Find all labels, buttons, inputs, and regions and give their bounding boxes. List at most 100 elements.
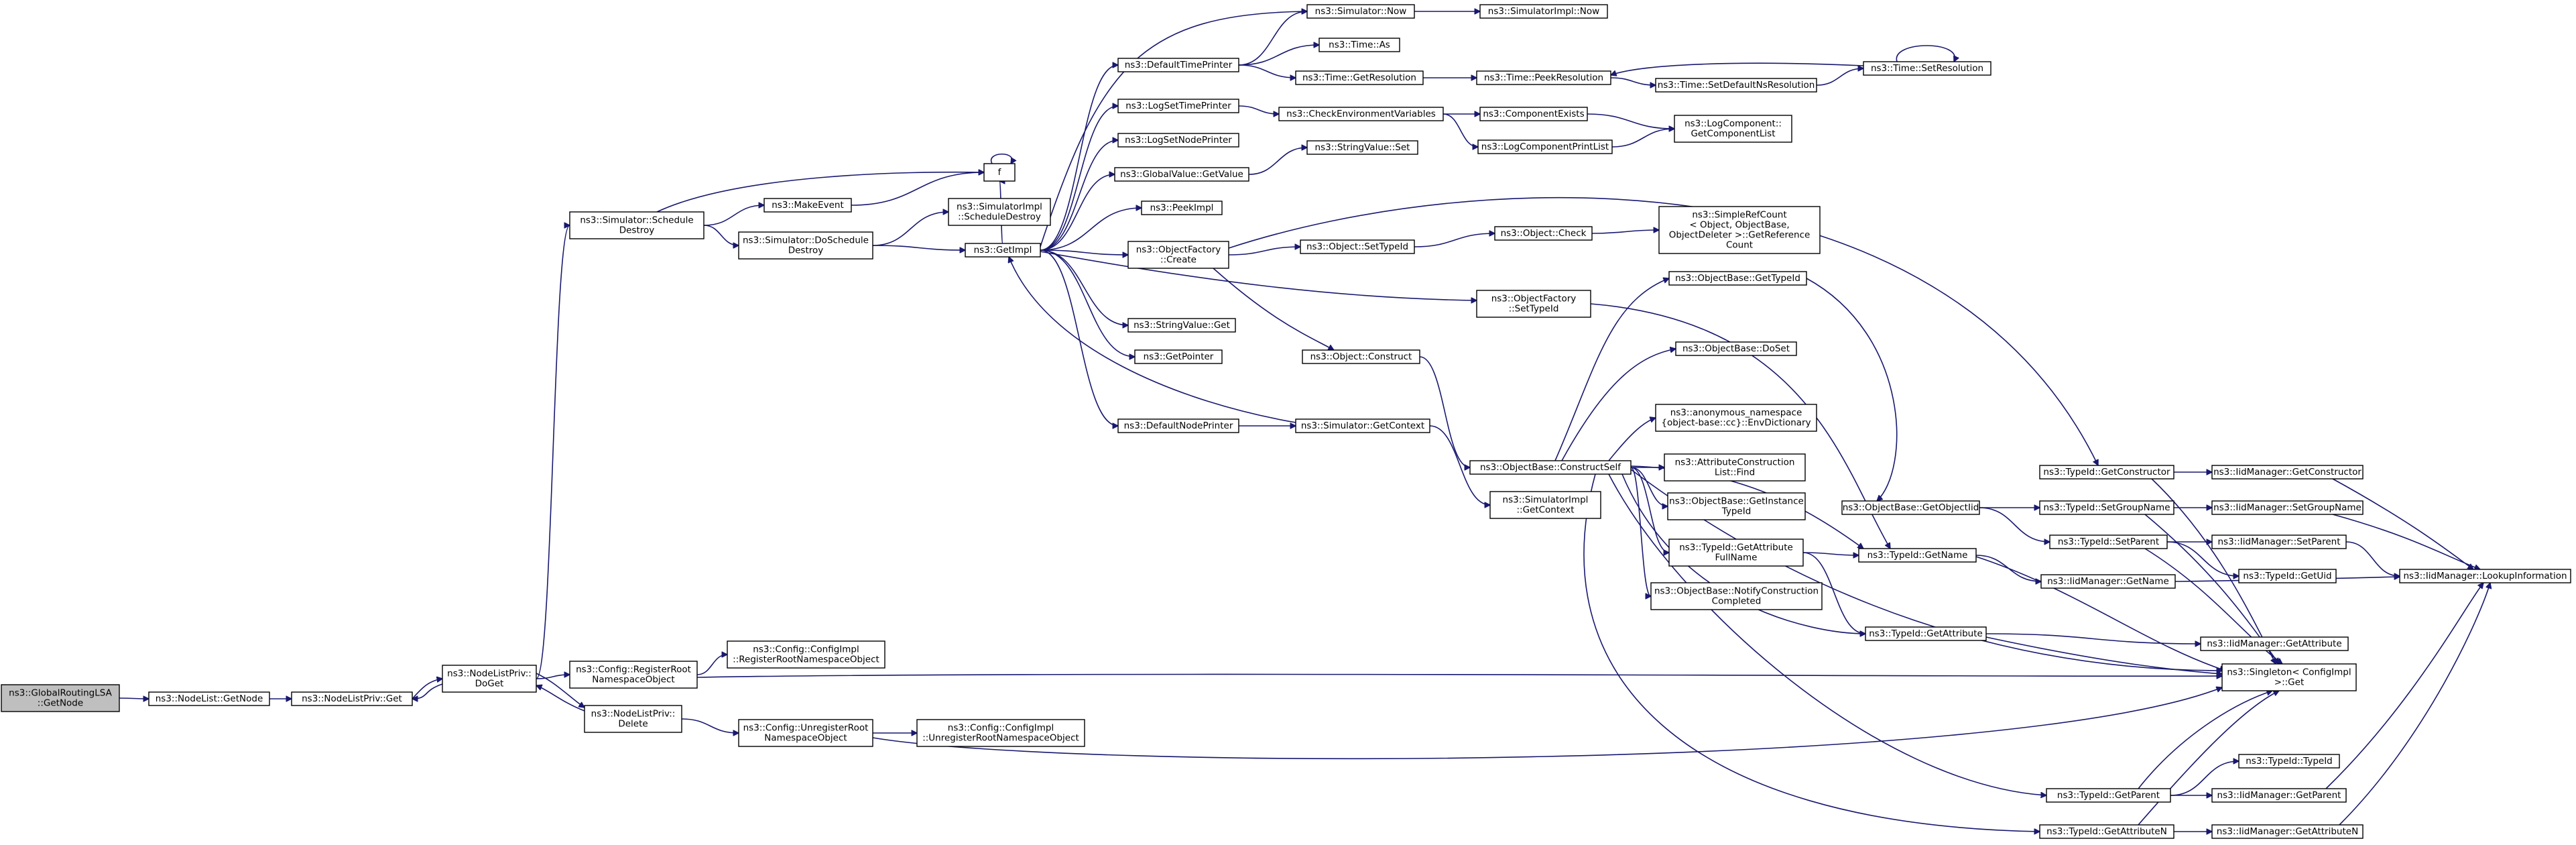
edge-getimpl-to-peekimpl bbox=[1040, 208, 1142, 251]
node-peekimpl[interactable]: ns3::PeekImpl bbox=[1141, 201, 1223, 215]
node-simulatorimpl-scheduledestroy[interactable]: ns3::SimulatorImpl::ScheduleDestroy bbox=[948, 198, 1051, 226]
node-simulatorimpl-scheduledestroy-box bbox=[948, 198, 1051, 226]
node-typeid-setparent[interactable]: ns3::TypeId::SetParent bbox=[2049, 534, 2168, 549]
node-iidmanager-setgroupname[interactable]: ns3::IidManager::SetGroupName bbox=[2211, 500, 2364, 515]
node-objectfactory-settypeid[interactable]: ns3::ObjectFactory::SetTypeId bbox=[1476, 290, 1591, 318]
node-defaultnodeprinter[interactable]: ns3::DefaultNodePrinter bbox=[1117, 418, 1239, 433]
node-configimpl-unregisterrootnamespaceobject[interactable]: ns3::Config::ConfigImpl::UnregisterRootN… bbox=[916, 719, 1085, 747]
node-typeid-setgroupname[interactable]: ns3::TypeId::SetGroupName bbox=[2039, 500, 2174, 515]
node-makeevent[interactable]: ns3::MakeEvent bbox=[763, 198, 852, 213]
node-objectbase-gettypeid-label: ns3::ObjectBase::GetTypeId bbox=[1675, 273, 1800, 284]
node-nodelistpriv-doget[interactable]: ns3::NodeListPriv::DoGet bbox=[442, 665, 537, 693]
node-iidmanager-lookupinformation[interactable]: ns3::IidManager::LookupInformation bbox=[2399, 569, 2571, 583]
node-time-getresolution[interactable]: ns3::Time::GetResolution bbox=[1295, 70, 1424, 85]
node-stringvalue-get[interactable]: ns3::StringValue::Get bbox=[1127, 318, 1236, 333]
node-object-check[interactable]: ns3::Object::Check bbox=[1494, 226, 1593, 241]
node-logsettimeprinter[interactable]: ns3::LogSetTimePrinter bbox=[1117, 99, 1239, 113]
node-attributeconstructionlist-find-label: ns3::AttributeConstruction bbox=[1675, 457, 1795, 468]
node-objectbase-getobjectiid[interactable]: ns3::ObjectBase::GetObjectIid bbox=[1841, 500, 1980, 515]
edge-simulator-doscheduledestroy-to-simulatorimpl-scheduledestroy bbox=[872, 212, 948, 246]
node-f-label: f bbox=[998, 167, 1002, 178]
node-nodelistpriv-doget-label: ns3::NodeListPriv:: bbox=[447, 669, 532, 679]
node-globalroutinglsa-getnode[interactable]: ns3::GlobalRoutingLSA::GetNode bbox=[1, 684, 120, 712]
node-config-registerrootnamespaceobject[interactable]: ns3::Config::RegisterRootNamespaceObject bbox=[569, 661, 698, 689]
node-defaulttimeprinter[interactable]: ns3::DefaultTimePrinter bbox=[1117, 58, 1239, 72]
node-objectbase-constructself[interactable]: ns3::ObjectBase::ConstructSelf bbox=[1469, 460, 1632, 475]
node-simulator-now[interactable]: ns3::Simulator::Now bbox=[1306, 4, 1415, 19]
node-simplerefcount-getreferencecount[interactable]: ns3::SimpleRefCount< Object, ObjectBase,… bbox=[1658, 206, 1821, 254]
edge-objectbase-constructself-to-objectbase-notifyconstructioncompleted bbox=[1630, 467, 1652, 596]
node-typeid-typeid[interactable]: ns3::TypeId::TypeId bbox=[2238, 754, 2340, 769]
node-simulator-scheduledestroy[interactable]: ns3::Simulator::ScheduleDestroy bbox=[569, 211, 704, 239]
node-simulatorimpl-now[interactable]: ns3::SimulatorImpl::Now bbox=[1479, 4, 1608, 19]
node-globalroutinglsa-getnode-label: ns3::GlobalRoutingLSA bbox=[9, 688, 112, 699]
node-logcomponentprintlist[interactable]: ns3::LogComponentPrintList bbox=[1477, 139, 1613, 154]
node-iidmanager-getattribute[interactable]: ns3::IidManager::GetAttribute bbox=[2200, 636, 2349, 651]
node-objectfactory-create[interactable]: ns3::ObjectFactory::Create bbox=[1127, 241, 1229, 269]
node-typeid-getuid[interactable]: ns3::TypeId::GetUid bbox=[2238, 569, 2337, 583]
node-simulatorimpl-getcontext[interactable]: ns3::SimulatorImpl::GetContext bbox=[1489, 491, 1601, 519]
node-object-construct-label: ns3::Object::Construct bbox=[1310, 351, 1412, 362]
edge-f-to-f bbox=[990, 153, 1012, 164]
edge-objectbase-constructself-to-singleton-configimpl-get bbox=[1630, 469, 2222, 671]
node-simulatorimpl-getcontext-box bbox=[1489, 491, 1601, 519]
node-objectbase-doset[interactable]: ns3::ObjectBase::DoSet bbox=[1675, 341, 1797, 356]
node-simulator-getcontext-box bbox=[1295, 418, 1430, 433]
node-logcomponent-getcomponentlist[interactable]: ns3::LogComponent::GetComponentList bbox=[1674, 115, 1792, 143]
node-typeid-getconstructor[interactable]: ns3::TypeId::GetConstructor bbox=[2039, 465, 2174, 480]
edge-simulator-getcontext-to-simulatorimpl-getcontext bbox=[1429, 425, 1490, 505]
node-objectbase-notifyconstructioncompleted[interactable]: ns3::ObjectBase::NotifyConstructionCompl… bbox=[1650, 582, 1823, 610]
edge-object-check-to-simplerefcount-getreferencecount bbox=[1591, 230, 1659, 234]
node-iidmanager-getparent[interactable]: ns3::IidManager::GetParent bbox=[2211, 788, 2347, 803]
node-logsetnodeprinter[interactable]: ns3::LogSetNodePrinter bbox=[1117, 133, 1239, 148]
node-f[interactable]: f bbox=[983, 163, 1016, 182]
edge-iidmanager-getattributen-to-iidmanager-lookupinformation bbox=[2339, 583, 2490, 826]
node-time-setdefaultnsresolution[interactable]: ns3::Time::SetDefaultNsResolution bbox=[1655, 78, 1817, 93]
node-iidmanager-getconstructor[interactable]: ns3::IidManager::GetConstructor bbox=[2211, 465, 2364, 480]
node-globalvalue-getvalue[interactable]: ns3::GlobalValue::GetValue bbox=[1114, 167, 1249, 182]
node-config-unregisterrootnamespaceobject[interactable]: ns3::Config::UnregisterRootNamespaceObje… bbox=[738, 719, 873, 747]
node-singleton-configimpl-get[interactable]: ns3::Singleton< ConfigImpl>::Get bbox=[2221, 663, 2357, 691]
node-typeid-getname[interactable]: ns3::TypeId::GetName bbox=[1858, 548, 1977, 563]
node-typeid-getattributen[interactable]: ns3::TypeId::GetAttributeN bbox=[2039, 824, 2174, 839]
node-iidmanager-getattributen[interactable]: ns3::IidManager::GetAttributeN bbox=[2211, 824, 2364, 839]
node-typeid-getattribute[interactable]: ns3::TypeId::GetAttribute bbox=[1865, 626, 1987, 641]
edge-typeid-setparent-to-singleton-configimpl-get bbox=[2144, 548, 2282, 664]
node-checkenvironmentvariables[interactable]: ns3::CheckEnvironmentVariables bbox=[1278, 107, 1444, 121]
node-getimpl[interactable]: ns3::GetImpl bbox=[965, 243, 1041, 258]
node-simulatorimpl-getcontext-label: ns3::SimulatorImpl bbox=[1503, 495, 1589, 506]
node-configimpl-registerrootnamespaceobject[interactable]: ns3::Config::ConfigImpl::RegisterRootNam… bbox=[727, 640, 885, 669]
node-simulator-getcontext[interactable]: ns3::Simulator::GetContext bbox=[1295, 418, 1430, 433]
node-time-as[interactable]: ns3::Time::As bbox=[1318, 38, 1400, 52]
node-typeid-getparent[interactable]: ns3::TypeId::GetParent bbox=[2046, 788, 2171, 803]
edge-nodelistpriv-delete-to-nodelistpriv-doget bbox=[536, 685, 585, 712]
node-typeid-getuid-box bbox=[2238, 569, 2337, 583]
node-iidmanager-setparent[interactable]: ns3::IidManager::SetParent bbox=[2211, 534, 2347, 549]
node-object-check-label: ns3::Object::Check bbox=[1501, 228, 1587, 239]
node-getpointer[interactable]: ns3::GetPointer bbox=[1134, 349, 1223, 364]
node-time-setresolution[interactable]: ns3::Time::SetResolution bbox=[1863, 61, 1991, 76]
node-iidmanager-getname[interactable]: ns3::IidManager::GetName bbox=[2040, 574, 2176, 589]
node-nodelistpriv-get[interactable]: ns3::NodeListPriv::Get bbox=[291, 691, 413, 706]
node-object-settypeid[interactable]: ns3::Object::SetTypeId bbox=[1300, 239, 1415, 254]
edge-typeid-getattribute-to-singleton-configimpl-get bbox=[1985, 636, 2222, 674]
node-objectbase-gettypeid[interactable]: ns3::ObjectBase::GetTypeId bbox=[1668, 271, 1807, 286]
node-nodelist-getnode[interactable]: ns3::NodeList::GetNode bbox=[148, 691, 270, 706]
node-stringvalue-set[interactable]: ns3::StringValue::Set bbox=[1306, 140, 1418, 155]
node-time-peekresolution[interactable]: ns3::Time::PeekResolution bbox=[1476, 70, 1611, 85]
node-checkenvironmentvariables-box bbox=[1278, 107, 1444, 121]
node-componentexists[interactable]: ns3::ComponentExists bbox=[1479, 107, 1588, 121]
edge-objectbase-constructself-to-typeid-getattributefullname bbox=[1630, 467, 1669, 553]
edge-time-setresolution-to-time-setresolution bbox=[1896, 45, 1955, 62]
node-nodelistpriv-delete[interactable]: ns3::NodeListPriv::Delete bbox=[584, 705, 682, 733]
node-object-construct[interactable]: ns3::Object::Construct bbox=[1302, 349, 1420, 364]
node-nodelistpriv-delete-box bbox=[584, 705, 682, 733]
node-typeid-setparent-box bbox=[2049, 534, 2168, 549]
node-nodelistpriv-doget-label: DoGet bbox=[475, 679, 504, 689]
node-componentexists-label: ns3::ComponentExists bbox=[1483, 109, 1584, 119]
node-anonymous-envdictionary[interactable]: ns3::anonymous_namespace{object-base::cc… bbox=[1655, 404, 1817, 432]
